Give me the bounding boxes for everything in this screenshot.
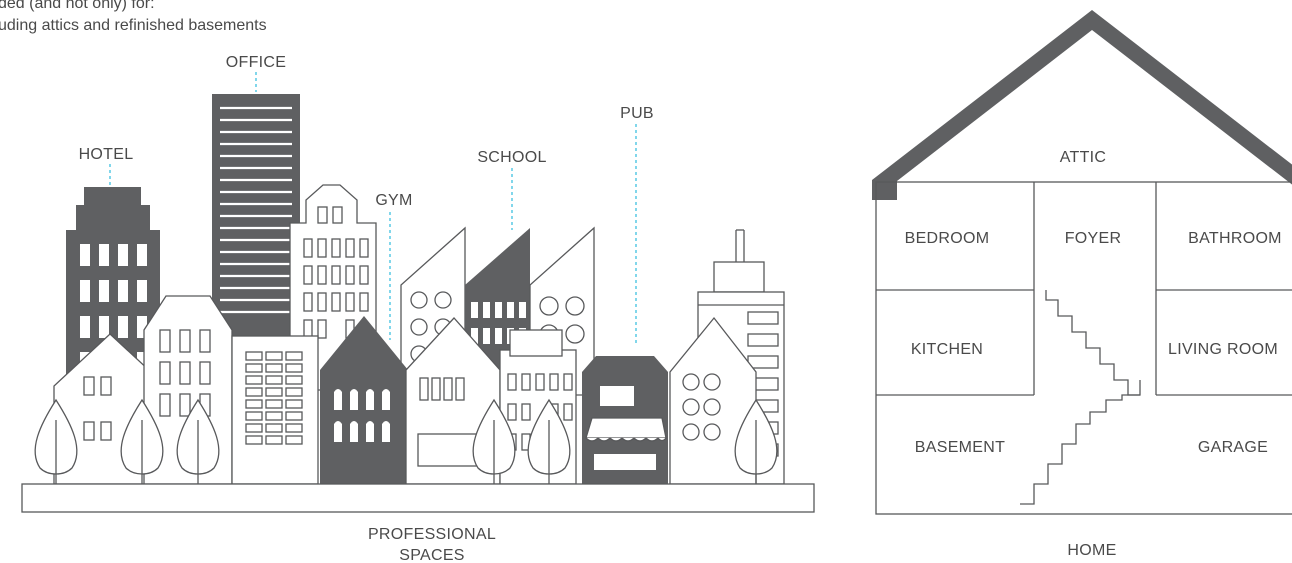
house-roof	[872, 10, 1292, 200]
hotel-label: HOTEL	[79, 146, 134, 163]
city-illustration	[21, 94, 815, 513]
room-attic: ATTIC	[1060, 149, 1107, 166]
leader-lines	[109, 72, 637, 344]
apartment-block	[231, 335, 319, 485]
room-garage: GARAGE	[1198, 439, 1268, 456]
room-kitchen: KITCHEN	[911, 341, 983, 358]
staircase-upper	[1045, 290, 1140, 396]
office-label: OFFICE	[226, 54, 286, 71]
room-basement: BASEMENT	[915, 439, 1005, 456]
house-cross-section	[872, 10, 1292, 515]
hotel-building	[66, 187, 160, 395]
tree-4	[472, 398, 516, 494]
intro-line-1: ded (and not only) for:	[0, 0, 155, 12]
tree-2	[120, 398, 164, 494]
school-label: SCHOOL	[477, 149, 546, 166]
intro-line-2: uding attics and refinished basements	[0, 17, 267, 34]
tree-6	[734, 398, 778, 494]
home-caption: HOME	[1067, 542, 1116, 559]
staircase-lower	[1020, 380, 1141, 505]
pub-label: PUB	[620, 105, 654, 122]
room-bedroom: BEDROOM	[905, 230, 990, 247]
room-bathroom: BATHROOM	[1188, 230, 1282, 247]
tree-5	[527, 398, 571, 494]
city-caption-line-1: PROFESSIONAL	[368, 526, 496, 543]
house-body	[875, 181, 1292, 515]
tree-3	[176, 398, 220, 494]
gym-label: GYM	[375, 192, 412, 209]
tree-1	[34, 398, 78, 494]
room-foyer: FOYER	[1065, 230, 1122, 247]
dark-house	[320, 316, 408, 484]
city-ground	[21, 483, 815, 513]
house-right	[669, 316, 757, 485]
city-caption-line-2: SPACES	[399, 547, 465, 563]
pub-building	[582, 356, 668, 484]
room-living-room: LIVING ROOM	[1168, 341, 1278, 358]
